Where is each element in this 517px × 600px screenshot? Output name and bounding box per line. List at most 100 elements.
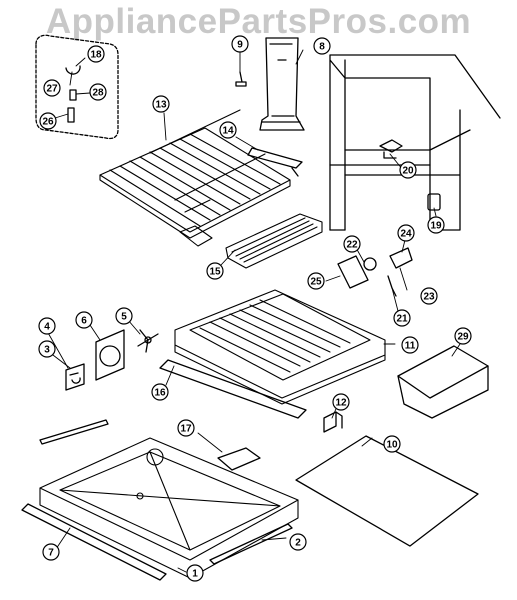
part-10-panel: [295, 435, 479, 547]
callout-circle: [332, 393, 350, 411]
callout-labels: 1234567891011121314151617181920212223242…: [38, 35, 472, 582]
callout-12: 12: [332, 393, 350, 411]
callout-11: 11: [401, 336, 419, 354]
callout-29: 29: [454, 327, 472, 345]
callout-number: 11: [405, 341, 416, 352]
callout-circle: [38, 317, 56, 335]
callout-4: 4: [38, 317, 56, 335]
callout-number: 10: [386, 440, 398, 451]
part-12-clip: [323, 411, 343, 433]
callout-number: 5: [121, 312, 127, 323]
part-15-shelf-panel: [225, 213, 323, 269]
callout-circle: [313, 37, 331, 55]
part-2-right-rail: [209, 523, 293, 565]
callout-16: 16: [151, 383, 169, 401]
inset-parts-box: [35, 34, 119, 140]
callout-circle: [231, 35, 249, 53]
part-3-4-housing: [65, 363, 85, 391]
callout-7: 7: [42, 543, 60, 561]
part-19-socket: [427, 193, 441, 211]
light-assembly: [337, 247, 413, 297]
callout-circle: [206, 262, 224, 280]
part-20-bracket: [379, 139, 403, 159]
callout-20: 20: [399, 161, 417, 179]
callout-number: 23: [423, 292, 435, 303]
callout-number: 21: [396, 314, 408, 325]
callout-27: 27: [43, 79, 61, 97]
part-14-rod: [247, 147, 303, 177]
callout-circle: [427, 216, 445, 234]
part-6-shroud: [95, 329, 125, 381]
callout-circle: [401, 336, 419, 354]
callout-number: 12: [335, 398, 347, 409]
callout-number: 28: [92, 88, 104, 99]
callout-number: 19: [430, 221, 442, 232]
callout-number: 25: [310, 277, 322, 288]
part-29-bin: [397, 345, 489, 419]
callout-circle: [383, 435, 401, 453]
callout-15: 15: [206, 262, 224, 280]
callout-number: 18: [90, 50, 102, 61]
callout-circle: [397, 224, 415, 242]
part-11-crisper-cover: [174, 289, 386, 405]
callout-3: 3: [38, 340, 56, 358]
callout-circle: [38, 340, 56, 358]
callout-number: 17: [180, 424, 192, 435]
callout-circle: [42, 543, 60, 561]
callout-22: 22: [343, 235, 361, 253]
callout-circle: [89, 83, 107, 101]
callout-number: 7: [48, 548, 54, 559]
part-9-screw: [235, 71, 247, 87]
callout-number: 14: [222, 126, 234, 137]
callout-2: 2: [289, 533, 307, 551]
callout-circle: [343, 235, 361, 253]
callout-19: 19: [427, 216, 445, 234]
callout-5: 5: [115, 307, 133, 325]
cabinet-outline: [329, 54, 501, 231]
callout-8: 8: [313, 37, 331, 55]
part-7-trim-strip: [21, 503, 167, 581]
part-16-front-rail: [159, 359, 307, 419]
callout-circle: [152, 95, 170, 113]
callout-25: 25: [307, 272, 325, 290]
part-5-fan-blade: [137, 329, 159, 353]
callout-circle: [115, 307, 133, 325]
callout-circle: [307, 272, 325, 290]
callout-circle: [219, 121, 237, 139]
callout-17: 17: [177, 419, 195, 437]
callout-number: 4: [44, 322, 50, 333]
callout-number: 20: [402, 166, 414, 177]
callout-number: 16: [154, 388, 166, 399]
callout-circle: [186, 564, 204, 582]
callout-circle: [151, 383, 169, 401]
part-8-bracket: [259, 37, 305, 131]
callout-24: 24: [397, 224, 415, 242]
callout-circle: [289, 533, 307, 551]
callout-circle: [177, 419, 195, 437]
callout-circle: [87, 45, 105, 63]
part-17-cover: [217, 447, 261, 471]
callout-21: 21: [393, 309, 411, 327]
left-rail: [39, 419, 109, 445]
callout-circle: [75, 311, 93, 329]
callout-circle: [43, 79, 61, 97]
callout-number: 26: [42, 117, 54, 128]
callout-28: 28: [89, 83, 107, 101]
callout-18: 18: [87, 45, 105, 63]
callout-number: 9: [237, 40, 243, 51]
callout-number: 24: [400, 229, 412, 240]
callout-number: 6: [81, 316, 87, 327]
callout-number: 8: [319, 42, 325, 53]
callout-number: 3: [44, 345, 50, 356]
callout-1: 1: [186, 564, 204, 582]
callout-6: 6: [75, 311, 93, 329]
callout-14: 14: [219, 121, 237, 139]
callout-number: 15: [209, 267, 221, 278]
callout-26: 26: [39, 112, 57, 130]
callout-circle: [393, 309, 411, 327]
callout-10: 10: [383, 435, 401, 453]
callout-number: 1: [192, 569, 198, 580]
callout-13: 13: [152, 95, 170, 113]
callout-9: 9: [231, 35, 249, 53]
